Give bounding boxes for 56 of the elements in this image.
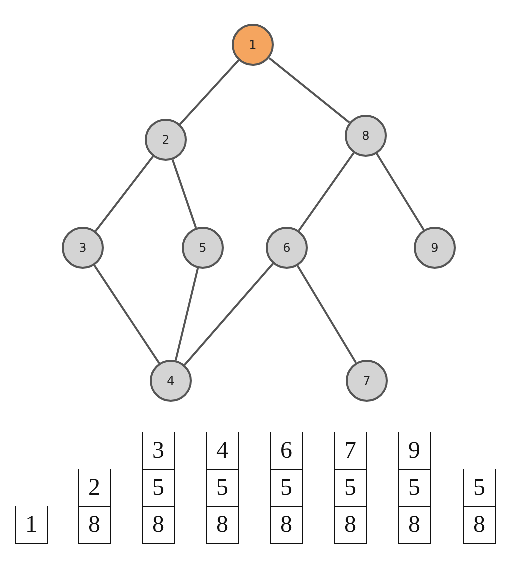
stack-value: 3: [152, 438, 164, 462]
node-label: 7: [363, 374, 371, 388]
stack-value: 5: [280, 476, 292, 500]
node-label: 9: [431, 241, 439, 255]
connector-line: [268, 57, 350, 124]
stack-value: 8: [152, 513, 164, 537]
stack-value: 8: [474, 513, 486, 537]
tree-node-circle: [345, 115, 387, 157]
stack-container: [78, 469, 111, 544]
stack-value: 4: [216, 438, 228, 462]
stack-value: 5: [344, 476, 356, 500]
stack-container: [15, 506, 48, 544]
tree-node-circle: [232, 24, 274, 66]
tree-node-circle: [346, 360, 388, 402]
stack-value: 5: [408, 476, 420, 500]
stack-value: 6: [280, 438, 292, 462]
connector-line: [184, 263, 274, 366]
connector-line: [94, 264, 160, 364]
stack-value: 5: [474, 476, 486, 500]
stack-container: [398, 432, 431, 544]
connector-line: [296, 265, 358, 364]
stack-value: 1: [26, 512, 38, 536]
connector-line: [179, 60, 240, 126]
tree-node-circle: [182, 227, 224, 269]
node-label: 3: [79, 241, 87, 255]
connector-line: [174, 268, 200, 361]
connector-line: [376, 153, 425, 231]
tree-node-circle: [266, 227, 308, 269]
stack-value: 8: [280, 513, 292, 537]
stack-value: 8: [408, 513, 420, 537]
node-label: 4: [167, 374, 175, 388]
connector-line: [298, 152, 355, 232]
stack-container: [334, 432, 367, 544]
tree-node-circle: [414, 227, 456, 269]
node-label: 8: [362, 129, 370, 143]
stack-value: 8: [216, 513, 228, 537]
stack-container: [463, 469, 496, 544]
connector-line: [95, 156, 154, 232]
stack-value: 5: [216, 476, 228, 500]
node-label: 2: [162, 133, 170, 147]
node-label: 5: [199, 241, 207, 255]
stack-value: 2: [88, 476, 100, 500]
stack-value: 9: [408, 438, 420, 462]
stack-container: [206, 432, 239, 544]
stack-container: [270, 432, 303, 544]
node-label: 6: [283, 241, 291, 255]
stack-value: 7: [344, 438, 356, 462]
stack-value: 8: [344, 513, 356, 537]
stack-container: [142, 432, 175, 544]
tree-node-circle: [145, 119, 187, 161]
stack-value: 5: [152, 476, 164, 500]
connector-line: [172, 160, 198, 228]
tree-node-circle: [150, 360, 192, 402]
stack-value: 8: [88, 513, 100, 537]
node-label: 1: [249, 38, 257, 52]
tree-node-circle: [62, 227, 104, 269]
